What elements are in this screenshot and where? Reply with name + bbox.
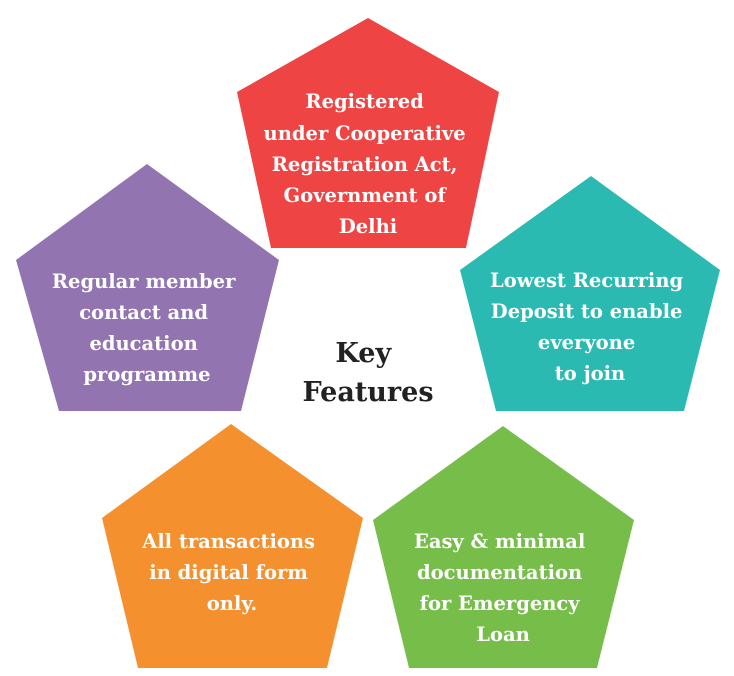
feature-right-line-3: everyone bbox=[538, 331, 635, 354]
feature-right-line-2: Deposit to enable bbox=[491, 300, 683, 323]
feature-bottom-left-line-3: only. bbox=[207, 592, 257, 615]
feature-right-line-1: Lowest Recurring bbox=[490, 269, 683, 292]
feature-top-line-2: under Cooperative bbox=[264, 122, 466, 145]
feature-bottom-right: Easy & minimal documentation for Emergen… bbox=[373, 426, 634, 668]
feature-top-line-1: Registered bbox=[305, 90, 424, 113]
feature-top-pentagon bbox=[237, 18, 499, 248]
feature-right-pentagon bbox=[460, 176, 720, 411]
feature-left: Regular member contact and education pro… bbox=[16, 164, 279, 411]
feature-bottom-right-line-1: Easy & minimal bbox=[414, 530, 585, 553]
center-title: Key Features bbox=[302, 338, 433, 408]
feature-bottom-left-text: All transactions in digital form only. bbox=[141, 530, 322, 615]
feature-left-line-3: education bbox=[89, 332, 197, 355]
feature-bottom-right-pentagon bbox=[373, 426, 634, 668]
feature-bottom-right-line-2: documentation bbox=[417, 561, 582, 584]
feature-top-line-4: Government of bbox=[283, 184, 447, 207]
feature-left-line-4: programme bbox=[83, 363, 210, 386]
feature-bottom-right-text: Easy & minimal documentation for Emergen… bbox=[414, 530, 592, 646]
feature-bottom-left-line-2: in digital form bbox=[149, 561, 308, 584]
feature-left-line-2: contact and bbox=[79, 301, 208, 324]
feature-bottom-right-line-3: for Emergency bbox=[420, 592, 581, 615]
feature-right-text: Lowest Recurring Deposit to enable every… bbox=[490, 269, 690, 385]
feature-top-line-5: Delhi bbox=[339, 215, 397, 238]
center-title-line-2: Features bbox=[302, 377, 433, 408]
feature-bottom-left: All transactions in digital form only. bbox=[102, 424, 363, 668]
feature-bottom-right-line-4: Loan bbox=[476, 623, 530, 646]
feature-right: Lowest Recurring Deposit to enable every… bbox=[460, 176, 720, 411]
feature-top-line-3: Registration Act, bbox=[272, 153, 458, 176]
feature-right-line-4: to join bbox=[555, 362, 625, 385]
center-title-line-1: Key bbox=[335, 338, 392, 369]
feature-bottom-left-line-1: All transactions bbox=[141, 530, 315, 553]
feature-left-pentagon bbox=[16, 164, 279, 411]
feature-bottom-left-pentagon bbox=[102, 424, 363, 668]
feature-left-text: Regular member contact and education pro… bbox=[52, 270, 242, 386]
feature-top: Registered under Cooperative Registratio… bbox=[237, 18, 499, 248]
feature-top-text: Registered under Cooperative Registratio… bbox=[264, 90, 473, 238]
feature-left-line-1: Regular member bbox=[52, 270, 236, 293]
